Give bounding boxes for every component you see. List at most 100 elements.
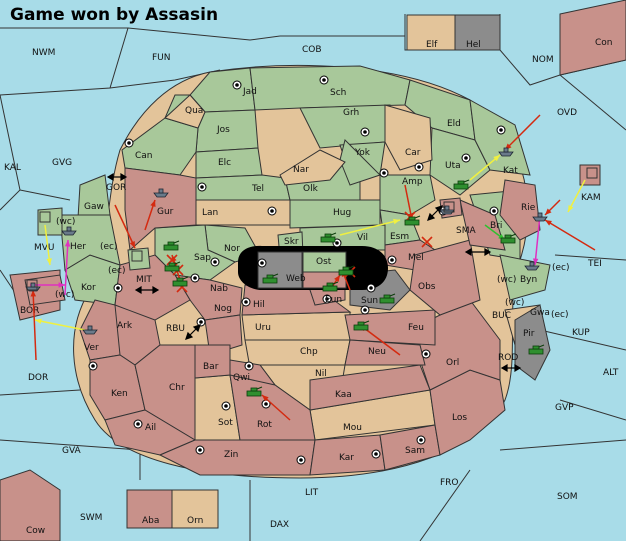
supply-center-marker (221, 401, 231, 411)
label-sun: Sun (361, 296, 378, 306)
region-feu[interactable] (344, 309, 436, 346)
label-eld: Eld (447, 119, 461, 129)
region-gur[interactable] (124, 167, 197, 251)
region-eun-inner (302, 271, 347, 289)
army-unit[interactable] (528, 344, 545, 355)
label-byn: Byn (520, 275, 537, 285)
label-gwa: Gwa (530, 308, 550, 318)
army-unit[interactable] (404, 215, 421, 226)
label-mou: Mou (343, 423, 362, 433)
supply-center-marker (244, 361, 254, 371)
supply-center-marker (379, 168, 389, 178)
label-can: Can (135, 151, 153, 161)
label-gwa-ec: (ec) (551, 310, 569, 320)
passage-markers (106, 172, 522, 373)
fleet-unit[interactable] (61, 226, 77, 236)
fleet-unit[interactable] (82, 325, 98, 335)
label-feu: Feu (408, 323, 424, 333)
label-uru: Uru (255, 323, 271, 333)
fleet-unit[interactable] (524, 261, 540, 271)
label-ark: Ark (117, 321, 133, 331)
region-kaa[interactable] (309, 364, 431, 411)
army-unit[interactable] (262, 273, 279, 284)
supply-center-marker (322, 294, 332, 304)
label-alt: ALT (603, 368, 619, 378)
army-unit[interactable] (172, 276, 189, 287)
label-sot: Sot (218, 418, 233, 428)
region-obs[interactable] (409, 239, 481, 316)
supply-center-marker (261, 399, 271, 409)
label-rbu: RBU (166, 324, 185, 334)
fleet-unit[interactable] (532, 212, 548, 222)
order-arrow (30, 289, 37, 361)
supply-center-marker (360, 127, 370, 137)
army-unit[interactable] (353, 320, 370, 331)
region-kat[interactable] (469, 99, 531, 176)
label-tel: Tel (251, 184, 264, 194)
region-hel[interactable] (454, 14, 501, 51)
region-cow[interactable] (0, 469, 61, 541)
label-car: Car (405, 148, 421, 158)
region-her[interactable] (59, 214, 121, 271)
supply-center-marker (371, 449, 381, 459)
region-chp[interactable] (244, 339, 351, 369)
region-bor[interactable] (24, 274, 66, 306)
region-elf[interactable] (406, 14, 456, 51)
label-nil: Nil (315, 369, 327, 379)
supply-center-marker (296, 455, 306, 465)
region-orn[interactable] (171, 489, 219, 529)
label-nab: Nab (210, 284, 228, 294)
supply-center-marker (366, 283, 376, 293)
region-con[interactable] (559, 0, 626, 76)
fleet-unit[interactable] (153, 188, 169, 198)
label-kat: Kat (503, 166, 518, 176)
supply-centers (88, 75, 506, 465)
army-unit[interactable] (338, 265, 355, 276)
army-unit[interactable] (500, 233, 517, 244)
label-web: Web (286, 274, 306, 284)
order-arrows (30, 114, 596, 421)
order-arrow (567, 179, 586, 213)
label-mel: Mel (408, 253, 424, 263)
army-unit[interactable] (246, 386, 263, 397)
label-ost: Ost (316, 257, 332, 267)
order-arrow (114, 204, 136, 249)
fleet-unit[interactable] (498, 147, 514, 157)
label-orl: Orl (446, 358, 459, 368)
page-title: Game won by Assasin (10, 5, 218, 25)
region-bar[interactable] (194, 344, 231, 379)
army-unit[interactable] (163, 240, 180, 251)
region-tel[interactable] (195, 174, 291, 201)
supply-center-marker (195, 445, 205, 455)
region-pir[interactable] (514, 304, 551, 381)
label-fro: FRO (440, 478, 459, 488)
label-rie: Rie (521, 203, 536, 213)
supply-center-marker (257, 258, 267, 268)
order-arrow (30, 282, 65, 288)
label-cow: Cow (26, 526, 45, 536)
region-rie-main[interactable] (499, 179, 541, 241)
label-bar: Bar (203, 362, 219, 372)
army-unit[interactable] (453, 179, 470, 190)
army-unit[interactable] (320, 232, 337, 243)
label-kor: Kor (81, 283, 96, 293)
order-arrow (544, 199, 561, 216)
region-nar[interactable] (279, 149, 346, 186)
label-sch: Sch (330, 88, 346, 98)
region-uta[interactable] (429, 127, 491, 196)
region-chr[interactable] (134, 344, 196, 441)
label-mvu: MVU (34, 243, 55, 253)
army-unit[interactable] (164, 261, 181, 272)
order-arrow (64, 239, 71, 296)
region-neu[interactable] (344, 339, 426, 366)
label-sap: Sap (194, 253, 211, 263)
label-obs: Obs (418, 282, 436, 292)
region-qua[interactable] (164, 94, 206, 129)
region-mit-island[interactable] (127, 247, 151, 271)
army-unit[interactable] (322, 281, 339, 292)
label-gvg: GVG (52, 158, 72, 168)
order-arrow (339, 218, 401, 236)
supply-center-marker (496, 125, 506, 135)
army-unit[interactable] (379, 293, 396, 304)
region-bri[interactable] (459, 199, 506, 251)
